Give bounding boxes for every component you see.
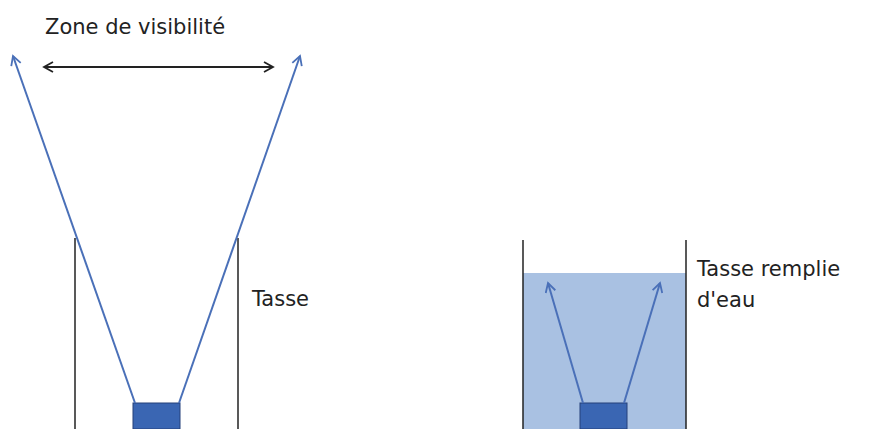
zone-label: Zone de visibilité [45, 12, 225, 43]
empty-cup [75, 238, 238, 429]
cup-label: Tasse [252, 284, 309, 315]
water [523, 273, 686, 429]
object [580, 403, 627, 429]
filled-cup [523, 240, 686, 429]
light-ray [624, 283, 660, 403]
light-ray [13, 56, 135, 403]
light-ray [548, 283, 583, 403]
object [133, 403, 180, 429]
light-ray [179, 56, 300, 403]
zone-arrow [44, 66, 273, 68]
cup-label: Tasse remplie d'eau [697, 254, 873, 316]
